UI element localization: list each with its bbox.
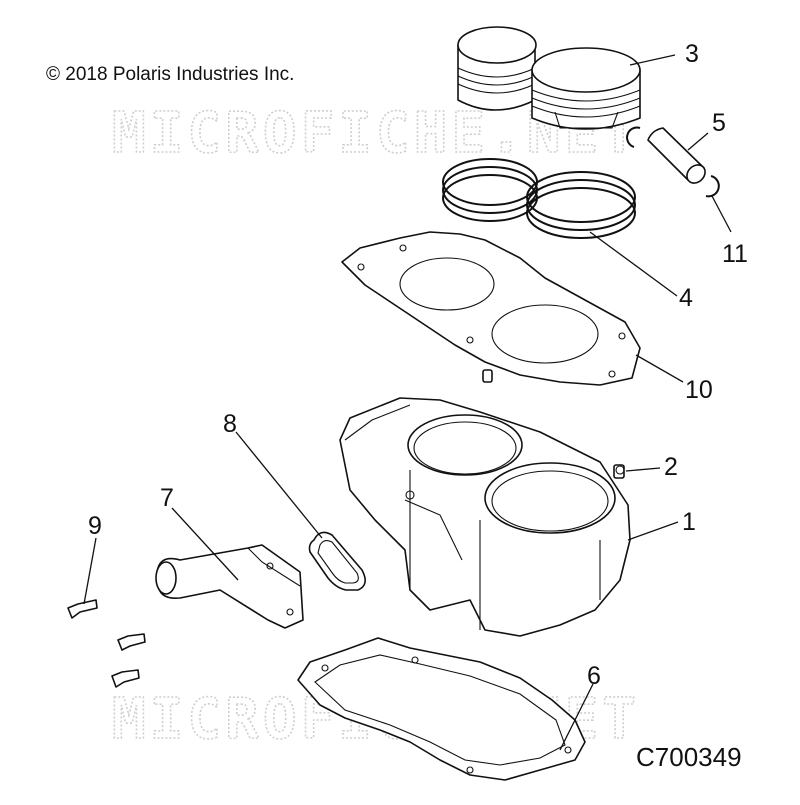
base-gasket bbox=[297, 637, 586, 781]
cylinder-block bbox=[339, 397, 631, 637]
head-gasket bbox=[341, 231, 641, 386]
bolt-3 bbox=[111, 669, 140, 688]
dowel-pin-upper bbox=[482, 369, 493, 383]
leader-lines bbox=[83, 54, 732, 751]
piston-rings bbox=[442, 158, 636, 239]
callout-7: 7 bbox=[160, 484, 174, 512]
callout-8: 8 bbox=[223, 410, 237, 438]
piston-pair bbox=[457, 26, 641, 130]
callout-numbers: 3 5 11 4 10 2 1 8 7 9 6 bbox=[88, 40, 748, 690]
callout-4: 4 bbox=[679, 284, 693, 312]
piston-right bbox=[531, 47, 641, 130]
outlet-gasket bbox=[308, 531, 366, 591]
bolt-1 bbox=[67, 599, 98, 619]
callout-11: 11 bbox=[722, 240, 748, 268]
pin-clip-right bbox=[705, 175, 720, 198]
callout-1: 1 bbox=[682, 508, 696, 536]
callout-10: 10 bbox=[685, 376, 713, 404]
bolt-2 bbox=[117, 633, 146, 651]
callout-2: 2 bbox=[664, 453, 678, 481]
piston-pin bbox=[647, 127, 706, 184]
callout-9: 9 bbox=[88, 512, 102, 540]
piston-left bbox=[457, 26, 537, 111]
callout-3: 3 bbox=[685, 40, 699, 68]
pin-clip-left bbox=[626, 126, 641, 148]
diagram-code: C700349 bbox=[636, 742, 742, 772]
copyright-notice: © 2018 Polaris Industries Inc. bbox=[46, 64, 295, 85]
callout-5: 5 bbox=[712, 109, 726, 137]
water-outlet bbox=[155, 544, 304, 629]
callout-6: 6 bbox=[587, 662, 601, 690]
